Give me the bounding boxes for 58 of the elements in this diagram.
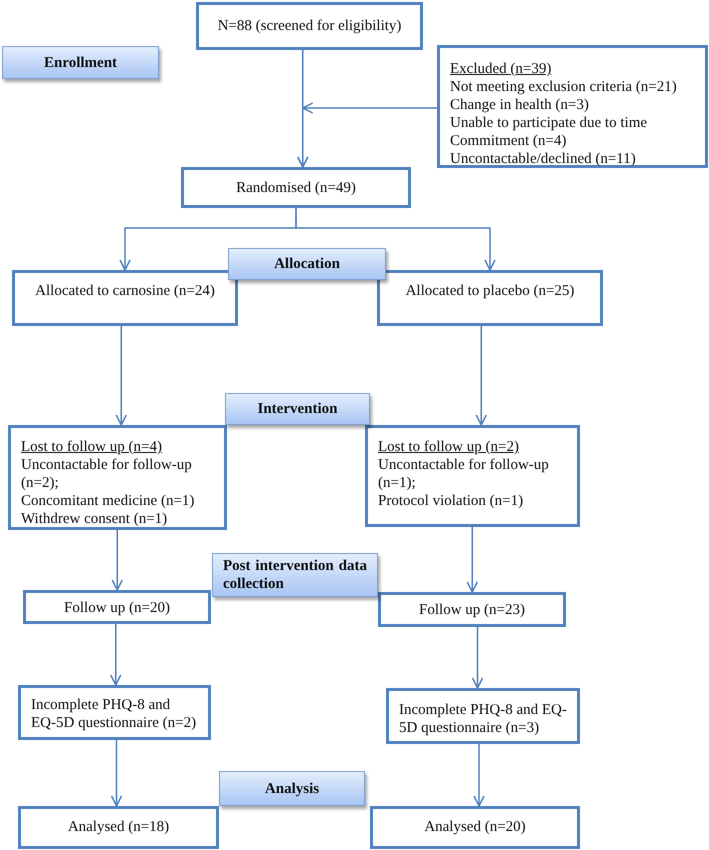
box-text: Allocated to placebo (n=25) bbox=[404, 282, 576, 300]
stage-label-box bbox=[2, 46, 159, 79]
heading-text: Excluded (n=39) bbox=[450, 60, 552, 78]
stage-label-box bbox=[219, 771, 365, 806]
box-text: Allocated to carnosine (n=24) bbox=[34, 282, 216, 300]
box-text: Intervention bbox=[256, 400, 338, 418]
box-text: Follow up (n=23) bbox=[418, 601, 526, 619]
stage-label-box bbox=[228, 248, 386, 280]
box-text: Not meeting exclusion criteria (n=21) bbox=[450, 78, 678, 96]
process-box bbox=[437, 45, 708, 168]
box-text: Unable to participate due to time bbox=[450, 114, 648, 132]
box-text: Incomplete PHQ-8 and EQ-5D questionnaire (n=2) bbox=[31, 696, 198, 732]
heading-text: Lost to follow up (n=2) bbox=[378, 438, 520, 456]
arrow bbox=[295, 208, 496, 271]
box-text: Enrollment bbox=[42, 54, 118, 72]
box-text: Change in health (n=3) bbox=[450, 96, 590, 114]
stage-label-box bbox=[212, 553, 378, 597]
box-text: Protocol violation (n=1) bbox=[378, 492, 524, 510]
box-text: Incomplete PHQ-8 and EQ-5D questionnaire (n=3) bbox=[399, 701, 567, 737]
process-box bbox=[370, 806, 580, 849]
process-box bbox=[386, 688, 580, 744]
arrow bbox=[466, 527, 478, 593]
arrow bbox=[112, 530, 123, 591]
box-text: Uncontactable/declined (n=11) bbox=[450, 150, 637, 168]
process-box bbox=[377, 270, 603, 326]
box-text: (n=1); bbox=[378, 474, 417, 492]
stage-label-box bbox=[225, 393, 370, 425]
heading-text: Lost to follow up (n=4) bbox=[21, 438, 163, 456]
arrow bbox=[297, 102, 437, 167]
arrow bbox=[116, 326, 127, 426]
process-box bbox=[8, 425, 227, 530]
process-box bbox=[23, 590, 211, 624]
box-text: Analysed (n=18) bbox=[66, 818, 170, 836]
arrow bbox=[476, 326, 487, 426]
box-text: (n=2); bbox=[21, 474, 60, 492]
process-box bbox=[196, 2, 423, 50]
box-text: Allocation bbox=[273, 255, 341, 273]
box-text: N=88 (screened for eligibility) bbox=[216, 17, 402, 35]
box-text: Analysis bbox=[264, 780, 320, 798]
process-box bbox=[18, 806, 219, 849]
process-box bbox=[181, 167, 411, 208]
arrow bbox=[110, 624, 122, 686]
box-text: Concomitant medicine (n=1) bbox=[21, 492, 196, 510]
box-text: Follow up (n=20) bbox=[63, 599, 171, 617]
process-box bbox=[12, 270, 238, 326]
box-text: Commitment (n=4) bbox=[450, 132, 568, 150]
box-text: Analysed (n=20) bbox=[423, 818, 527, 836]
arrow bbox=[473, 744, 485, 807]
process-box bbox=[365, 425, 580, 527]
box-text: Withdrew consent (n=1) bbox=[21, 510, 168, 528]
process-box bbox=[18, 685, 211, 740]
box-text: Uncontactable for follow-up bbox=[21, 456, 193, 474]
box-text: Post intervention data collection bbox=[223, 557, 367, 593]
arrow bbox=[472, 627, 484, 689]
process-box bbox=[378, 592, 566, 627]
box-text: Uncontactable for follow-up bbox=[378, 456, 550, 474]
arrow bbox=[110, 740, 122, 807]
box-text: Randomised (n=49) bbox=[235, 179, 357, 197]
